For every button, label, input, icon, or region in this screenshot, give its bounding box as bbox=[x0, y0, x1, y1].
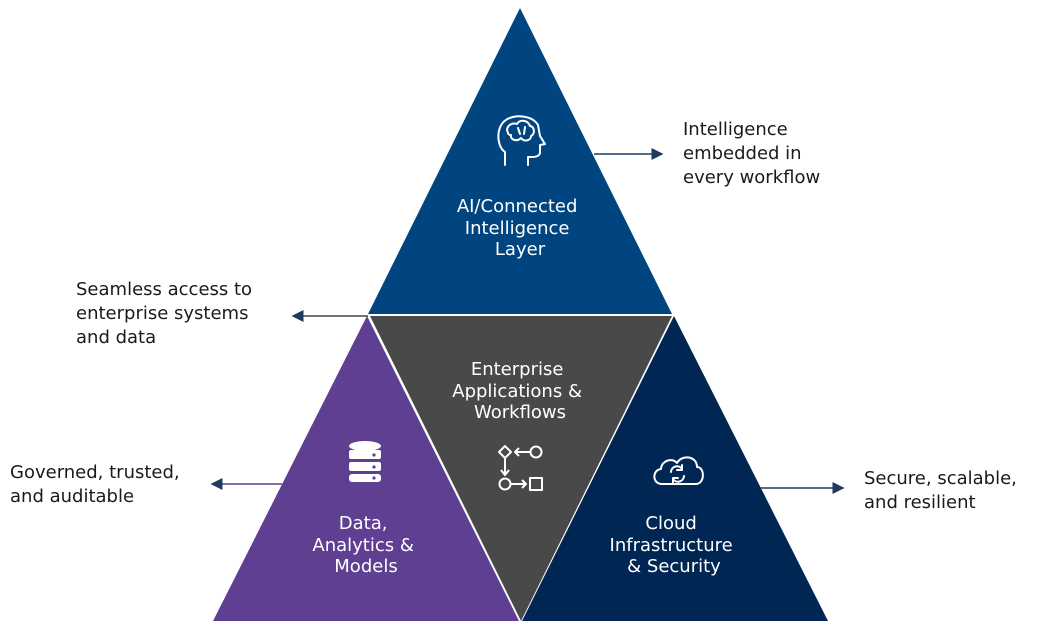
cloud-layer-line2: Infrastructure bbox=[610, 535, 733, 556]
data-layer-line3: Models bbox=[334, 556, 397, 577]
ai-layer-triangle bbox=[368, 8, 672, 314]
enterprise-layer-triangle bbox=[370, 316, 672, 621]
ai-layer-line2: Intelligence bbox=[465, 218, 570, 239]
cloud-layer-line1: Cloud bbox=[645, 513, 696, 534]
database-icon bbox=[349, 441, 381, 482]
enterprise-layer-line2: Applications & bbox=[452, 381, 582, 402]
ai-layer-line3: Layer bbox=[495, 239, 546, 260]
cloud-layer-line3: & Security bbox=[627, 556, 721, 577]
workflow-icon bbox=[498, 445, 543, 491]
brain-head-icon bbox=[497, 115, 546, 166]
data-layer-line2: Analytics & bbox=[312, 535, 414, 556]
note-secure: Secure, scalable, and resilient bbox=[864, 468, 1017, 513]
cloud-layer-triangle bbox=[522, 316, 828, 621]
data-layer-line1: Data, bbox=[339, 513, 388, 534]
note-seamless: Seamless access to enterprise systems an… bbox=[76, 279, 253, 348]
ai-layer-line1: AI/Connected bbox=[457, 196, 578, 217]
enterprise-layer-line3: Workflows bbox=[474, 402, 566, 423]
ai-layer-label: AI/Connected Intelligence Layer bbox=[457, 196, 583, 260]
note-governed: Governed, trusted, and auditable bbox=[10, 462, 180, 507]
data-layer-label: Data, Analytics & Models bbox=[312, 513, 419, 577]
cloud-sync-icon bbox=[653, 456, 704, 485]
enterprise-layer-line1: Enterprise bbox=[471, 359, 564, 380]
enterprise-layer-label: Enterprise Applications & Workflows bbox=[452, 359, 587, 423]
note-intelligence: Intelligence embedded in every workflow bbox=[683, 119, 821, 188]
cloud-layer-label: Cloud Infrastructure & Security bbox=[610, 513, 739, 577]
